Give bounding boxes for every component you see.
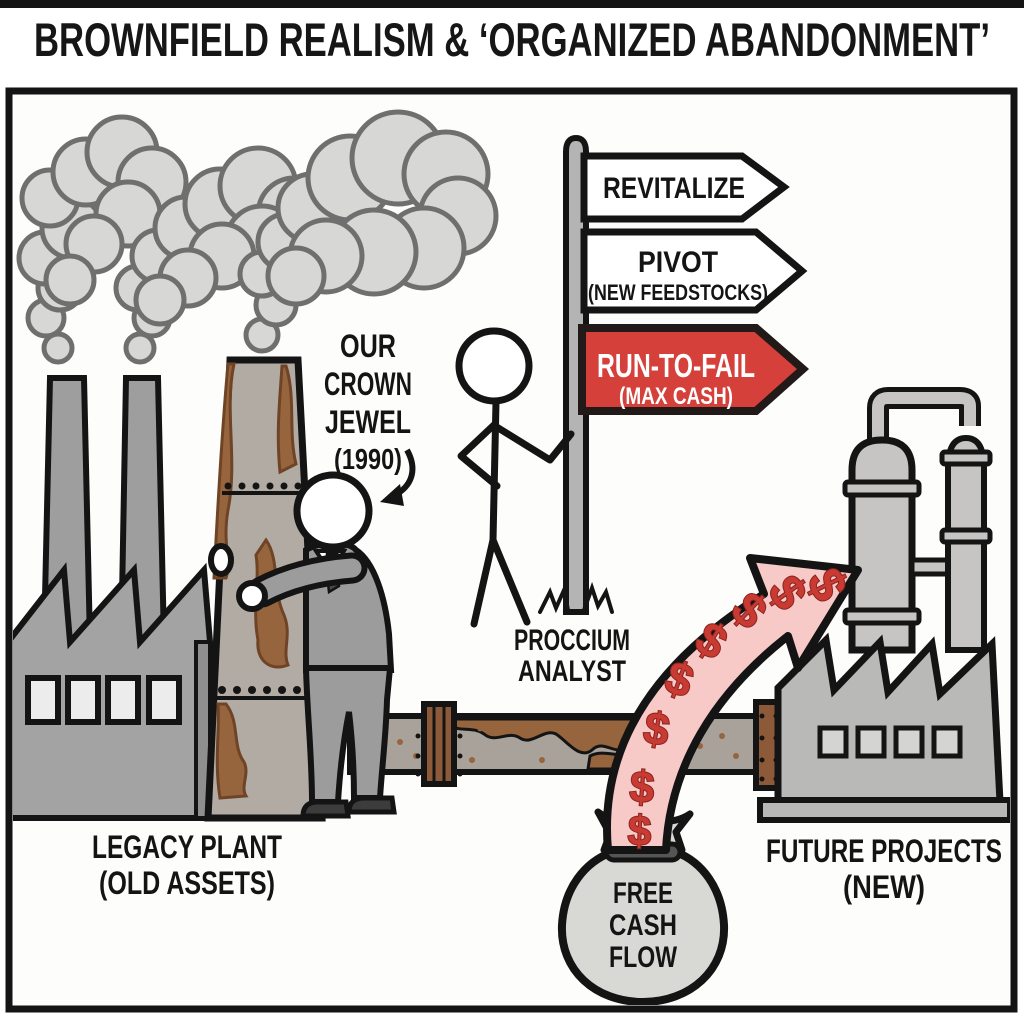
future-plinth [757,797,1010,823]
hugging-arm [252,558,362,602]
analyst-arm-right [491,422,575,464]
sign-run-to-fail-sub: (MAX CASH) [619,383,733,410]
crown-jewel-arrowhead [380,484,404,506]
thin-column-collar-2 [939,527,993,545]
bag-label-line3: FLOW [609,941,678,974]
smoke-plume-left [16,114,189,365]
crown-jewel-line1: OUR [340,328,396,364]
grass-tufts [538,581,614,614]
crown-jewel-line2: CROWN [324,366,412,402]
shoe-right [346,795,397,815]
dollar-glyph: $ [627,807,652,855]
legacy-label-line1: LEGACY PLANT [92,829,282,865]
column-top-pipe [867,387,981,452]
page-title: BROWNFIELD REALISM & ‘ORGANIZED ABANDONM… [34,13,990,66]
suit-trousers [302,665,394,805]
signpost: REVITALIZE PIVOT (NEW FEEDSTOCKS) RUN-TO… [538,134,810,615]
factory-windows [25,675,182,725]
analyst-leg-left [470,536,497,628]
sign-pivot-label: PIVOT [638,246,718,279]
future-projects-label: FUTURE PROJECTS (NEW) [766,833,1002,905]
sign-run-to-fail: RUN-TO-FAIL (MAX CASH) [578,324,810,415]
crown-jewel-label: OUR CROWN JEWEL (1990) [324,328,416,506]
column-connector [909,557,951,577]
future-windows [817,725,963,759]
arrow-ribbon [603,554,862,854]
sign-revitalize-label: REVITALIZE [603,172,745,205]
stick-figure-analyst [455,327,575,628]
future-label-line2: (NEW) [843,869,925,905]
legacy-plant-label: LEGACY PLANT (OLD ASSETS) [92,829,282,901]
crown-jewel-line4: (1990) [334,444,402,476]
crown-jewel-line3: JEWEL [325,404,411,440]
dollar-glyph: $ [628,762,656,813]
shoe-left [300,799,351,819]
bag-label-line2: CASH [609,909,677,942]
legacy-label-line2: (OLD ASSETS) [99,865,275,901]
pipe-flange-left [415,701,463,787]
future-label-line1: FUTURE PROJECTS [766,833,1002,869]
near-hand [236,580,268,612]
analyst-leg-right [489,536,531,626]
analyst-label-line2: ANALYST [518,655,626,688]
thin-column-collar-1 [939,449,993,467]
sign-run-to-fail-label: RUN-TO-FAIL [597,347,755,384]
executive-head [293,471,373,551]
far-hand [208,543,234,577]
sign-pivot-sub: (NEW FEEDSTOCKS) [588,280,768,305]
smoke-plume-big [237,109,499,354]
analyst-head [455,327,533,405]
executive-hugger [208,471,397,819]
analyst-label: PROCCIUM ANALYST [514,624,630,688]
column-collar-1 [842,479,922,498]
sign-revitalize: REVITALIZE [580,152,790,223]
bag-label-line1: FREE [613,877,673,910]
column-collar-2 [842,607,922,626]
analyst-label-line1: PROCCIUM [514,624,630,657]
analyst-arm-left [457,420,501,490]
top-edge-smudge [0,0,1024,8]
sign-pivot: PIVOT (NEW FEEDSTOCKS) [580,228,808,314]
